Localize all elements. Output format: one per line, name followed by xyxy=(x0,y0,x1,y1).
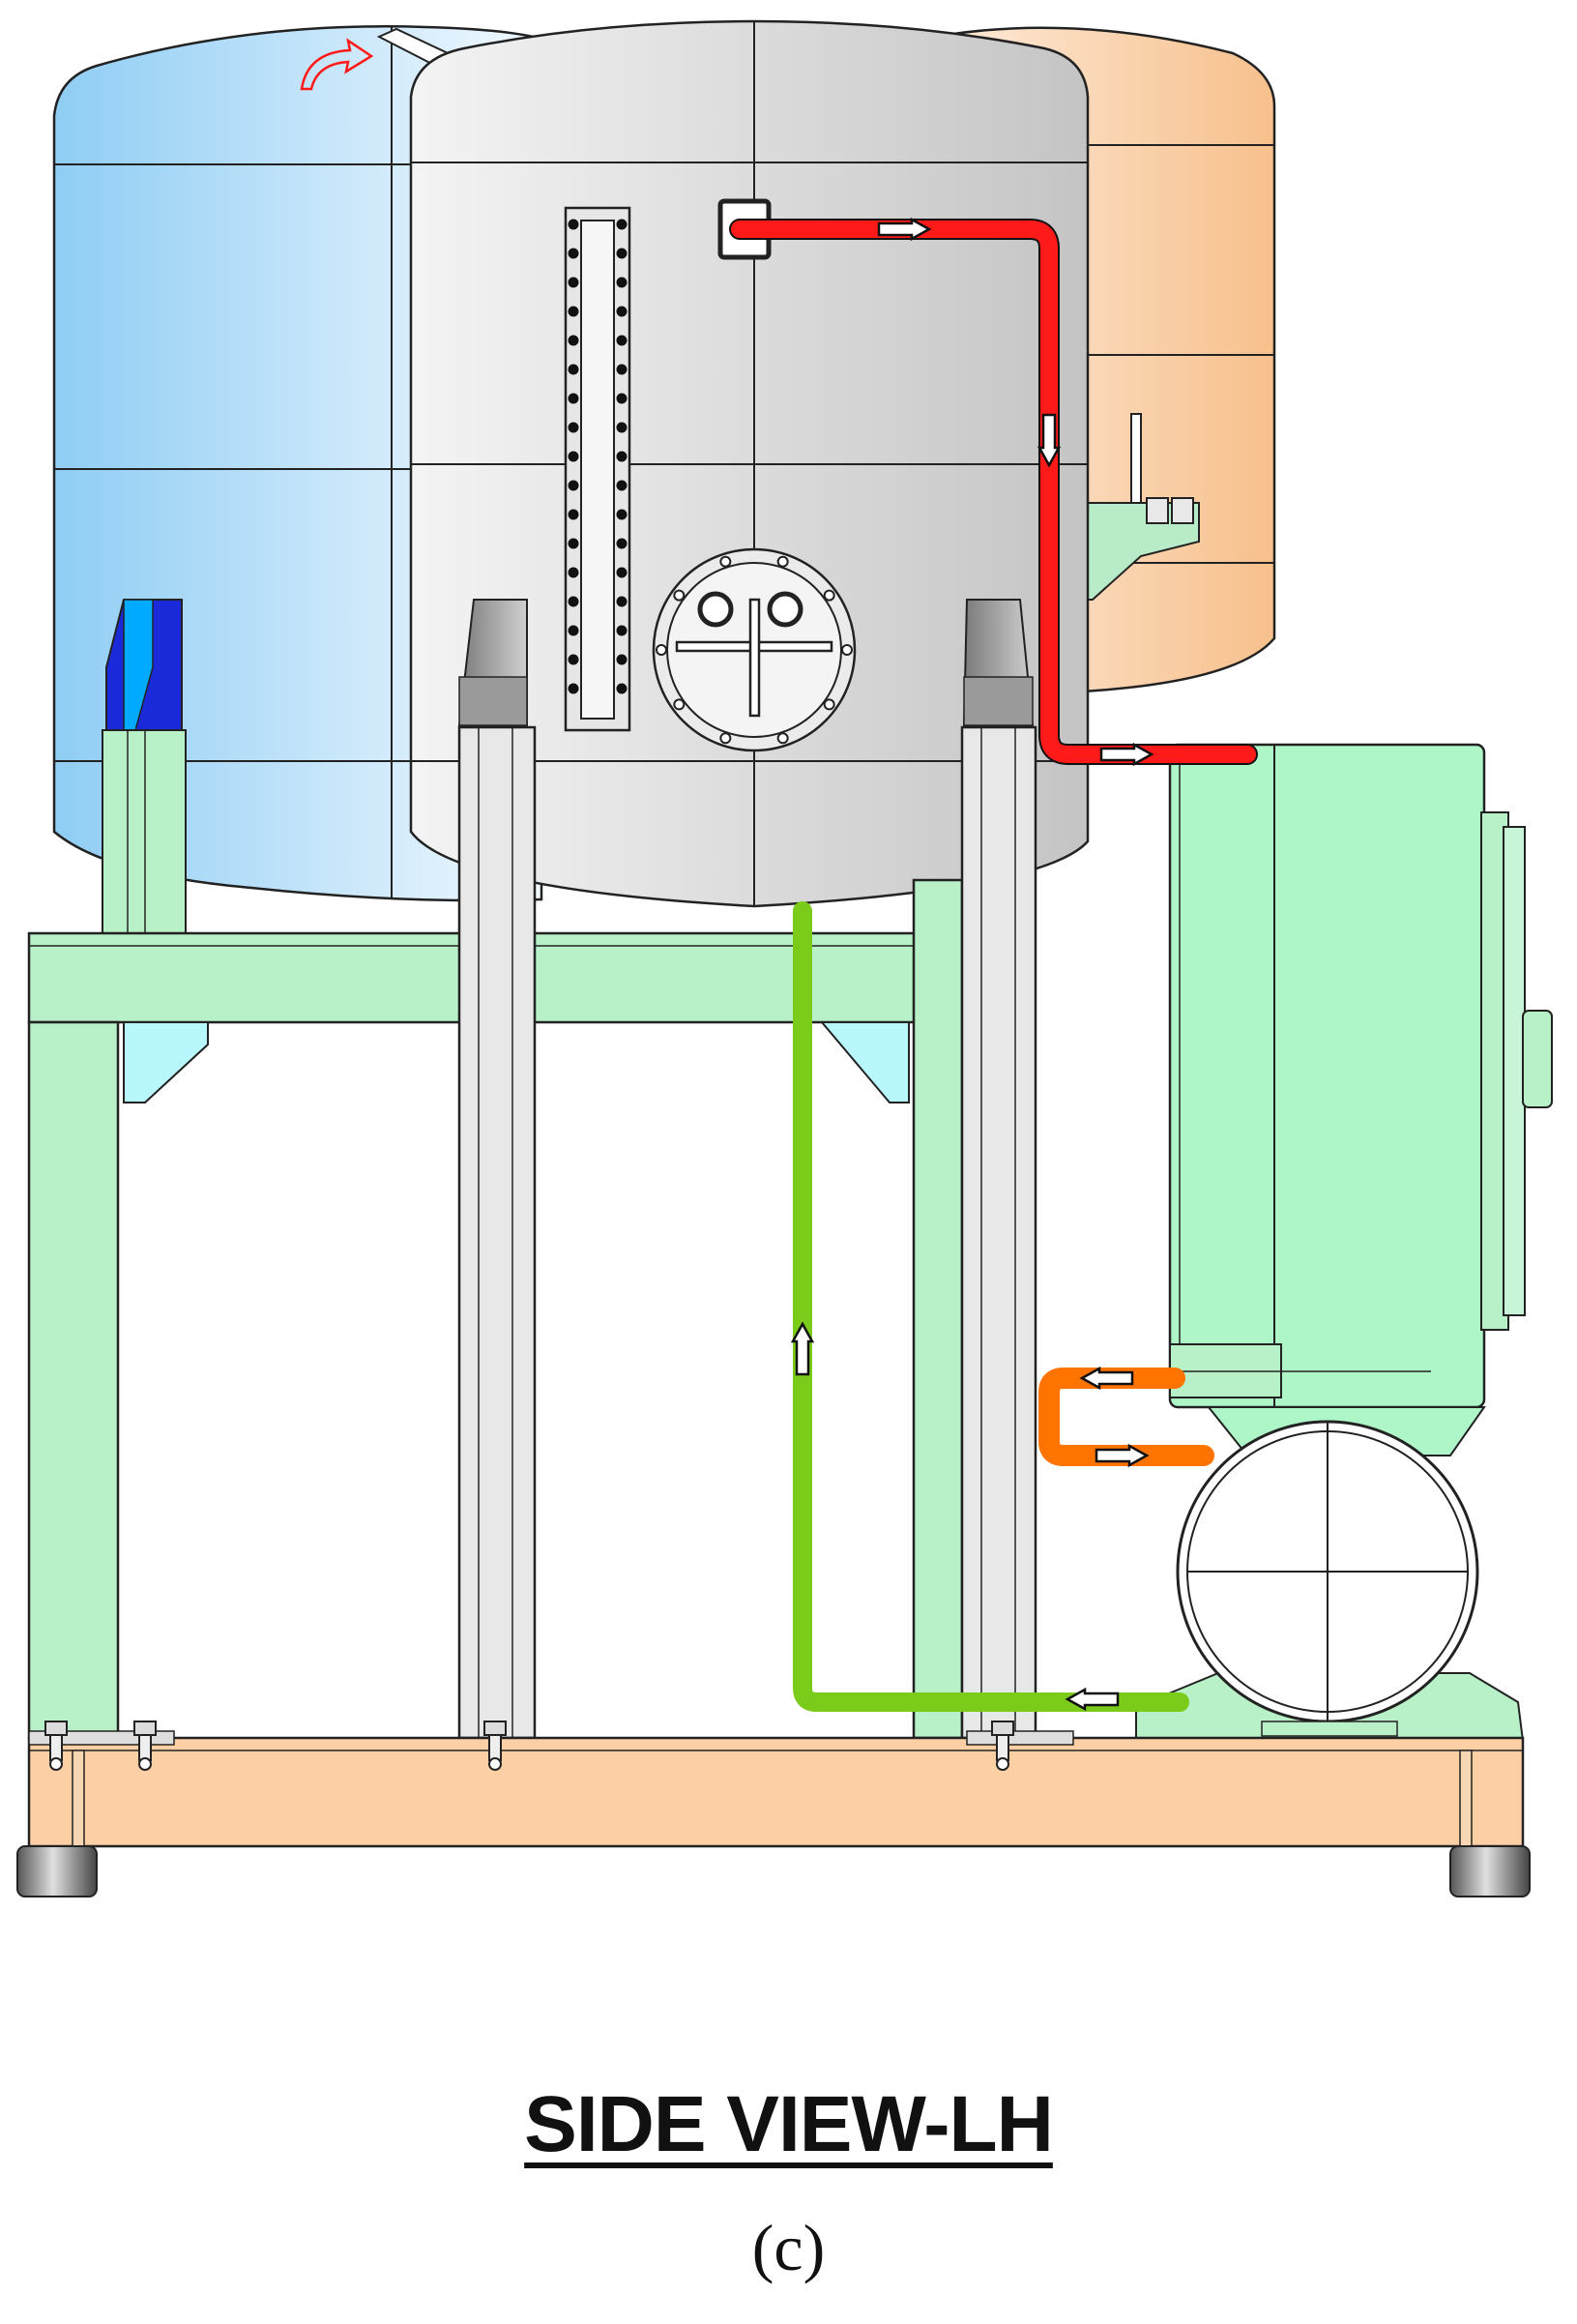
leveling-foot-icon xyxy=(16,1845,98,1897)
sight-glass-bolt xyxy=(616,451,628,462)
sight-glass-bolt xyxy=(568,596,579,607)
sight-glass-bolt xyxy=(568,219,579,230)
flow-arrow-icon xyxy=(790,1321,815,1376)
bolt-icon xyxy=(1146,497,1194,524)
view-title-text: SIDE VIEW-LH xyxy=(524,2080,1054,2168)
sight-glass-bolt xyxy=(616,422,628,433)
flow-arrow-icon xyxy=(1079,1366,1134,1391)
bolt-icon xyxy=(483,1721,507,1771)
flow-arrow-icon xyxy=(1095,1443,1150,1468)
manway-bolt xyxy=(841,644,853,656)
sight-glass-bolt xyxy=(568,422,579,433)
flow-arrow-icon xyxy=(1037,413,1062,468)
sight-glass-bolt xyxy=(616,480,628,491)
panel-label: (c) xyxy=(751,2211,826,2284)
sight-glass-bolt xyxy=(568,364,579,375)
compressor-motor xyxy=(1135,1420,1525,1742)
bolt-icon xyxy=(44,1721,68,1771)
flow-arrow-icon xyxy=(877,217,932,242)
manway-bolt xyxy=(673,698,686,711)
rotation-arrow-icon xyxy=(300,38,374,91)
condenser-unit xyxy=(1168,743,1553,1456)
manway-bolt xyxy=(776,732,789,745)
view-title: SIDE VIEW-LH xyxy=(0,2079,1577,2170)
sight-glass-bolt xyxy=(616,219,628,230)
sight-glass-bolt xyxy=(568,335,579,346)
base-skid xyxy=(27,1721,1525,1848)
left-tank-saddle xyxy=(102,599,187,934)
sight-glass-bolt xyxy=(616,683,628,694)
sight-glass-bolt xyxy=(568,567,579,578)
sight-glass-bolt xyxy=(616,335,628,346)
return-pipe xyxy=(793,901,1189,1712)
manway-bolt xyxy=(776,555,789,568)
sight-glass-bolt xyxy=(568,538,579,549)
sight-glass-bolt xyxy=(568,306,579,317)
flow-arrow-icon xyxy=(1099,742,1154,767)
sight-glass-bolt xyxy=(568,393,579,404)
sight-glass-bolt xyxy=(616,596,628,607)
tank-leg-left xyxy=(457,599,537,1740)
manway-bolt xyxy=(719,732,732,745)
sight-glass-bolt xyxy=(616,306,628,317)
manway-bolt xyxy=(673,589,686,602)
sight-glass xyxy=(564,206,631,732)
manway-bolt xyxy=(823,589,835,602)
sight-glass-bolt xyxy=(568,480,579,491)
sight-glass-bolt xyxy=(568,625,579,636)
sight-glass-bolt xyxy=(568,277,579,288)
sight-glass-bolt xyxy=(616,277,628,288)
sight-glass-bolt xyxy=(616,509,628,520)
bolt-icon xyxy=(991,1721,1014,1771)
sight-glass-bolt xyxy=(568,451,579,462)
sight-glass-bolt xyxy=(616,654,628,665)
sight-glass-bolt xyxy=(568,509,579,520)
sight-glass-bolt xyxy=(616,567,628,578)
sight-glass-bolt xyxy=(616,393,628,404)
center-tank xyxy=(409,19,1090,908)
sight-glass-bolt xyxy=(568,683,579,694)
flow-arrow-icon xyxy=(1065,1687,1120,1712)
manway xyxy=(652,547,857,752)
sight-glass-bolt xyxy=(616,538,628,549)
leveling-foot-icon xyxy=(1449,1845,1531,1897)
manway-bolt xyxy=(656,644,667,656)
sight-glass-bolt xyxy=(568,248,579,259)
sight-glass-bolt xyxy=(616,248,628,259)
sight-glass-bolt xyxy=(616,625,628,636)
bolt-icon xyxy=(133,1721,157,1771)
manway-bolt xyxy=(823,698,835,711)
manway-bolt xyxy=(719,555,732,568)
tank-leg-right xyxy=(960,599,1037,1740)
sight-glass-bolt xyxy=(568,654,579,665)
refrigerant-loop xyxy=(1038,1368,1214,1466)
hot-outlet-pipe xyxy=(729,219,1258,765)
sight-glass-bolt xyxy=(616,364,628,375)
